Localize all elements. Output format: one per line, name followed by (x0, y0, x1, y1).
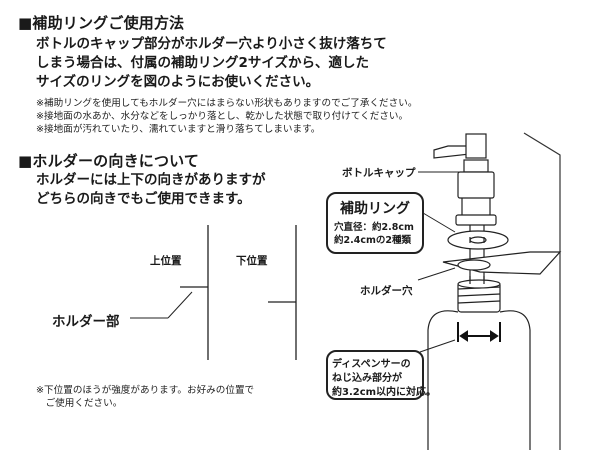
ring-usage-line-1: ボトルのキャップ部分がホルダー穴より小さく抜け落ちて (36, 36, 387, 52)
ring-title: 補助リング (340, 201, 410, 217)
section-heading-ring-usage: ■補助リングご使用方法 (18, 14, 185, 32)
position-note-2: ご使用ください。 (36, 398, 123, 409)
holder-lower-position-drawing (268, 225, 297, 360)
ring-note-2: ※接地面の水あか、水分などをしっかり落とし、乾かした状態で取り付けてください。 (36, 111, 409, 122)
bottle-thread-drawing (457, 276, 501, 313)
upper-position-label: 上位置 (150, 255, 182, 267)
ring-types: 約2.4cmの2種類 (334, 235, 411, 246)
ring-note-3: ※接地面が汚れていたり、濡れていますと滑り落ちてしまいます。 (36, 124, 321, 135)
bottle-cap-label: ボトルキャップ (342, 167, 416, 179)
screw-line-1: ディスペンサーの (332, 359, 411, 370)
holder-plate-drawing (442, 251, 562, 275)
lower-position-label: 下位置 (236, 255, 268, 267)
ring-note-1: ※補助リングを使用してもホルダー穴にはまらない形状もありますのでご了承ください。 (36, 98, 418, 109)
screw-callout-leader (419, 339, 456, 353)
ring-usage-line-2: しまう場合は、付属の補助リング2サイズから、適した (36, 55, 369, 71)
holder-direction-line-1: ホルダーには上下の向きがありますが (36, 172, 266, 188)
screw-info-callout: ディスペンサーの ねじ込み部分が 約3.2cm以内に対応。 (326, 350, 436, 400)
wall-panel (523, 132, 561, 450)
screw-line-3: 約3.2cm以内に対応。 (332, 387, 437, 398)
ring-inner-diameter: 穴直径：約2.8cm (334, 222, 414, 233)
dispenser-pump-drawing (433, 133, 497, 300)
auxiliary-ring-drawing (447, 230, 509, 250)
hole-label-leader (417, 267, 456, 281)
ring-info-callout: 補助リング 穴直径：約2.8cm 約2.4cmの2種類 (326, 192, 424, 254)
bottle-body-drawing (427, 310, 531, 450)
holder-upper-position-drawing (180, 225, 209, 360)
holder-hole-label: ホルダー穴 (360, 285, 413, 297)
holder-part-label: ホルダー部 (52, 314, 120, 330)
position-note-1: ※下位置のほうが強度があります。お好みの位置で (36, 385, 255, 396)
section-heading-holder-direction: ■ホルダーの向きについて (18, 152, 200, 170)
ring-usage-line-3: サイズのリングを図のようにお使いください。 (36, 74, 320, 90)
screw-line-2: ねじ込み部分が (332, 373, 402, 384)
holder-direction-line-2: どちらの向きでもご使用できます。 (36, 191, 251, 207)
ring-callout-leader (417, 209, 456, 233)
thread-width-arrow (457, 322, 501, 342)
